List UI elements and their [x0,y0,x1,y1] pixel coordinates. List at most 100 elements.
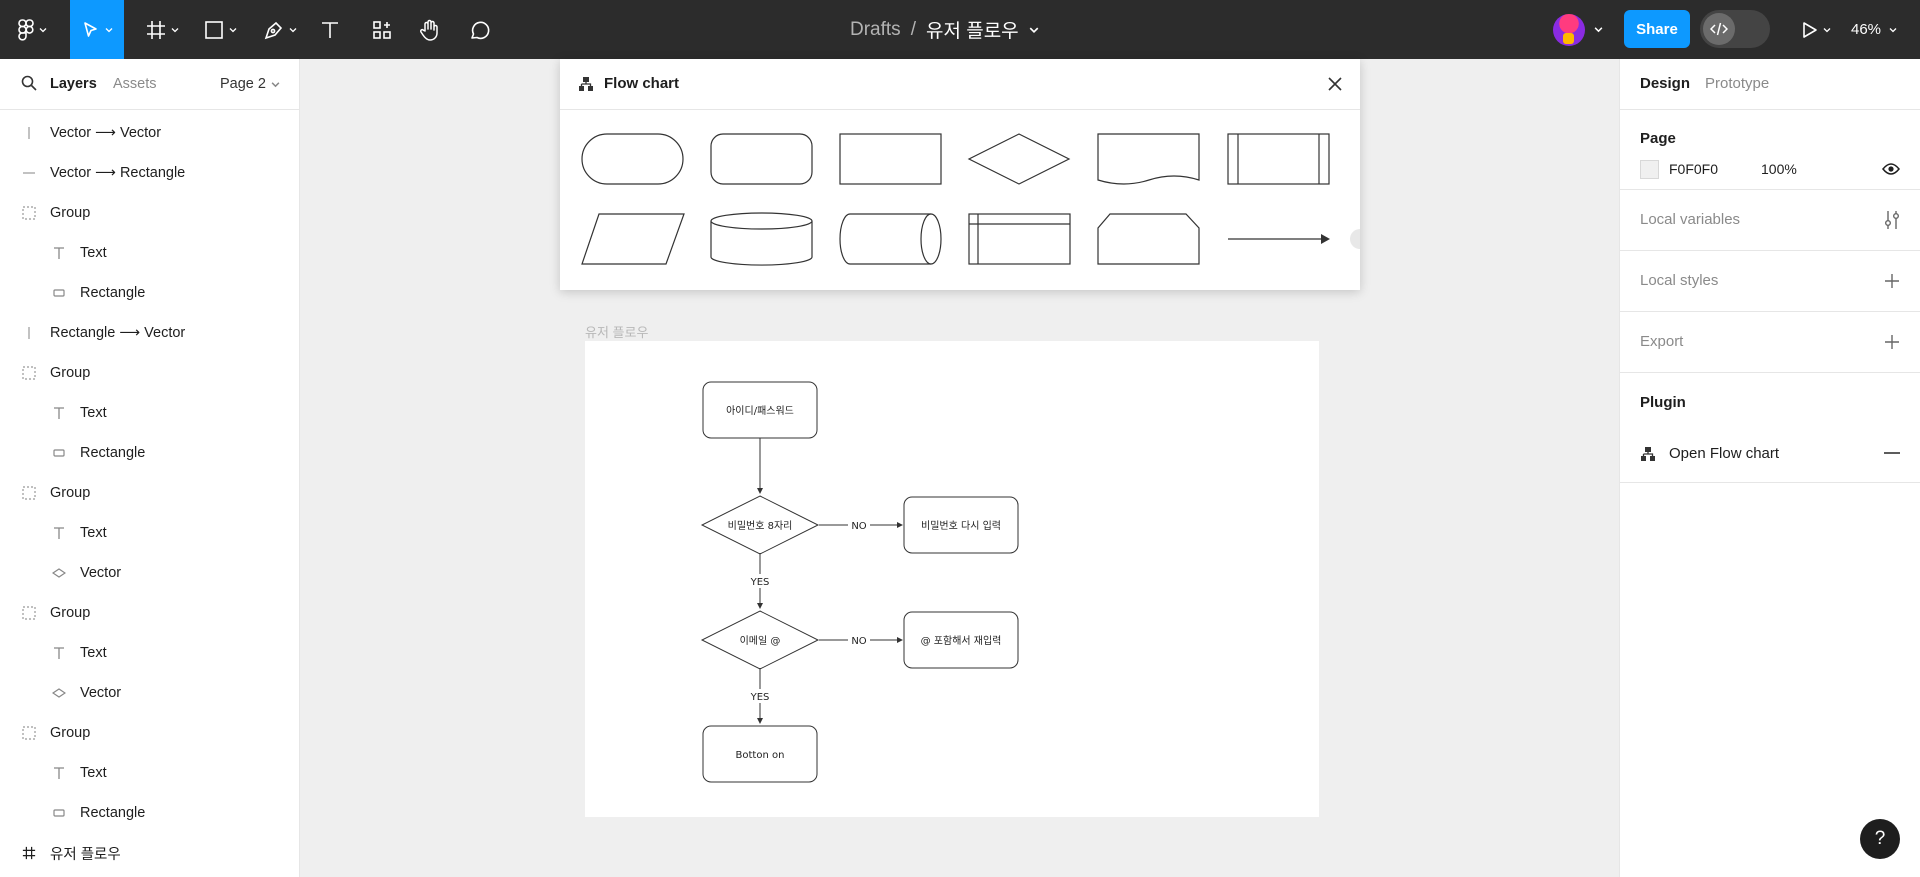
layer-row[interactable]: Group [0,477,299,509]
shape-direct-access-storage[interactable] [839,213,942,265]
layer-label: Group [50,485,91,501]
shape-process[interactable] [839,133,942,185]
shape-internal-storage[interactable] [968,213,1071,265]
shape-terminator[interactable] [581,133,684,185]
user-flow-frame[interactable]: 아이디/패스워드 비밀번호 8자리 비밀번호 다시 입력 이메일 @ @ 포함해… [585,341,1319,817]
breadcrumb-drafts[interactable]: Drafts [850,18,901,40]
shape-manual-operation[interactable] [1097,213,1200,265]
tab-layers[interactable]: Layers [50,76,97,92]
layer-label: Group [50,725,91,741]
layer-row[interactable]: Vector [0,677,299,709]
move-tool-button[interactable] [70,0,124,59]
layer-row[interactable]: Group [0,597,299,629]
page-color-swatch[interactable] [1640,160,1659,179]
layer-row[interactable]: Group [0,197,299,229]
close-icon[interactable] [1326,75,1344,93]
resources-button[interactable] [366,0,398,59]
frame-tool-button[interactable] [138,0,186,59]
chevron-down-icon [1823,27,1830,32]
shape-arrow[interactable] [1228,234,1330,244]
layer-row[interactable]: Text [0,397,299,429]
toolbar: Drafts / 유저 플로우 Share 46% [0,0,1920,59]
zoom-menu[interactable]: 46% [1851,0,1897,59]
minus-icon[interactable] [1884,452,1900,454]
chevron-down-icon [229,27,236,32]
code-icon [1703,13,1735,45]
resources-icon [373,20,391,39]
layer-row[interactable]: Rectangle [0,277,299,309]
local-variables-label[interactable]: Local variables [1640,211,1741,228]
shape-database[interactable] [710,212,813,266]
node-retry2[interactable] [903,611,1019,669]
node-end[interactable] [702,725,818,783]
node-decision1[interactable] [700,495,820,555]
properties-panel: Design Prototype Page F0F0F0 100% Local … [1619,59,1920,877]
comment-tool-button[interactable] [464,0,496,59]
layer-label: Text [80,765,107,781]
layer-row[interactable]: 유저 플로우 [0,837,299,869]
help-button[interactable]: ? [1860,819,1900,859]
shape-data[interactable] [581,213,685,265]
layer-row[interactable]: Rectangle [0,437,299,469]
cursor-icon [83,21,97,37]
figma-logo-icon [17,18,34,41]
tab-prototype[interactable]: Prototype [1705,75,1770,92]
layer-label: Text [80,245,107,261]
layer-row[interactable]: Group [0,717,299,749]
layer-label: Group [50,205,91,221]
palette-scroll-handle[interactable] [1350,229,1360,249]
plugin-header: Flow chart [560,59,1360,110]
local-styles-label[interactable]: Local styles [1640,272,1719,289]
chevron-down-icon[interactable] [1029,25,1039,35]
breadcrumb-separator: / [910,18,916,40]
node-start[interactable] [702,381,818,439]
main-menu-button[interactable] [8,0,56,59]
text-icon [52,406,66,420]
node-retry1[interactable] [903,496,1019,554]
eye-icon[interactable] [1882,162,1900,176]
dev-mode-toggle[interactable] [1700,10,1770,48]
page-selector[interactable]: Page 2 [220,76,280,92]
file-name[interactable]: 유저 플로우 [925,21,1019,42]
shape-decision[interactable] [967,133,1071,185]
right-panel-header: Design Prototype [1620,59,1920,110]
layer-row[interactable]: Group [0,357,299,389]
avatar[interactable] [1553,14,1585,46]
layer-label: Rectangle [80,285,146,301]
chevron-down-icon[interactable] [1594,25,1603,34]
plus-icon[interactable] [1884,334,1900,350]
node-start-label: 아이디/패스워드 [726,404,794,417]
frame-label[interactable]: 유저 플로우 [585,325,649,340]
layer-row[interactable]: Rectangle [0,797,299,829]
pen-tool-button[interactable] [256,0,304,59]
layer-row[interactable]: Vector ⟶ Rectangle [0,157,299,189]
plus-icon[interactable] [1884,273,1900,289]
present-button[interactable] [1796,0,1836,59]
shape-tool-button[interactable] [196,0,244,59]
variables-settings-icon[interactable] [1884,210,1900,230]
layer-row[interactable]: Rectangle ⟶ Vector [0,317,299,349]
page-opacity[interactable]: 100% [1761,161,1797,177]
open-flow-chart-plugin[interactable]: Open Flow chart [1669,445,1780,462]
layer-row[interactable]: Text [0,517,299,549]
layer-row[interactable]: Text [0,237,299,269]
hand-tool-button[interactable] [414,0,446,59]
layer-row[interactable]: Text [0,637,299,669]
search-icon[interactable] [21,75,37,91]
layer-label: Vector [80,685,122,701]
rectangle-icon [52,446,66,460]
text-tool-button[interactable] [314,0,346,59]
shape-document[interactable] [1097,133,1200,185]
layer-row[interactable]: Text [0,757,299,789]
shape-predefined-process[interactable] [1227,133,1330,185]
page-color-hex[interactable]: F0F0F0 [1669,161,1719,177]
layer-row[interactable]: Vector ⟶ Vector [0,117,299,149]
share-button[interactable]: Share [1624,10,1690,48]
export-label[interactable]: Export [1640,333,1684,350]
tab-design[interactable]: Design [1640,75,1691,92]
tab-assets[interactable]: Assets [113,76,157,92]
layer-row[interactable]: Vector [0,557,299,589]
shape-rounded-rectangle[interactable] [710,133,813,185]
local-styles-section: Local styles [1620,251,1920,312]
node-decision2[interactable] [700,610,820,670]
